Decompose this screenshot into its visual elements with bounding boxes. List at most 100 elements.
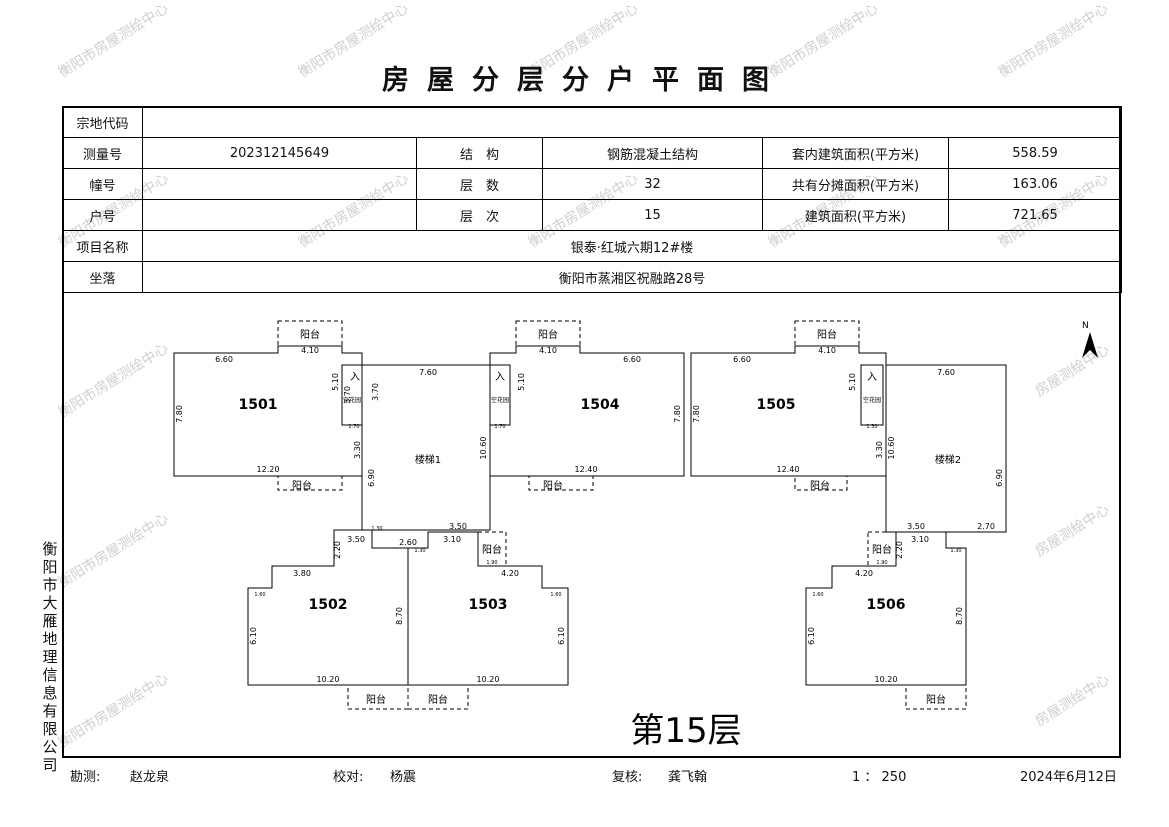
dim-label: 7.60	[937, 368, 955, 377]
company-char: 限	[42, 720, 58, 738]
dim-label: 5.10	[331, 373, 340, 391]
scale: 1 ： 250	[852, 770, 907, 785]
balcony-label: 阳台	[543, 479, 563, 492]
balcony-label: 阳台	[817, 328, 837, 341]
company-char: 市	[42, 576, 58, 594]
row-survey: 测量号 202312145649 结 构 钢筋混凝土结构 套内建筑面积(平方米)…	[62, 137, 1123, 169]
dim-label: 6.90	[367, 469, 376, 487]
dim-label: 8.70	[955, 607, 964, 625]
company-char: 大	[42, 594, 58, 612]
dim-label: 1.90	[486, 560, 497, 566]
info-table: 宗地代码 测量号 202312145649 结 构 钢筋混凝土结构 套内建筑面积…	[62, 106, 1123, 293]
dim-label: 6.10	[807, 627, 816, 645]
company-char: 理	[42, 648, 58, 666]
dim-label: 3.70	[343, 386, 352, 404]
dim-label: 1.30	[866, 424, 877, 430]
entry-label: 入	[867, 372, 877, 383]
project-label: 项目名称	[62, 230, 143, 262]
dim-label: 3.70	[371, 383, 380, 401]
dim-label: 10.60	[479, 437, 488, 460]
dim-label: 1.60	[812, 592, 823, 598]
project-value: 银泰·红城六期12#楼	[141, 230, 1123, 262]
company-char: 有	[42, 702, 58, 720]
stair-outline	[885, 364, 1007, 533]
dim-label: 6.60	[215, 355, 233, 364]
building-label: 幢号	[62, 168, 143, 200]
dim-label: 2.70	[977, 522, 995, 531]
garden-label: 空花园	[343, 396, 361, 404]
company-char: 司	[42, 756, 58, 774]
dim-label: 1.30	[414, 548, 425, 554]
review-name: 龚飞翰	[668, 770, 708, 785]
dim-label: 12.20	[257, 465, 280, 474]
date: 2024年6月12日	[1020, 770, 1117, 785]
dim-label: 6.10	[557, 627, 566, 645]
balcony-outline	[905, 684, 967, 710]
company-char: 信	[42, 666, 58, 684]
balcony-outline	[277, 320, 343, 347]
dim-label: 7.80	[175, 405, 184, 423]
dim-label: 1.70	[494, 424, 505, 430]
balcony-label: 阳台	[538, 328, 558, 341]
dim-label: 5.10	[517, 373, 526, 391]
dim-label: 12.40	[575, 465, 598, 474]
dim-label: 3.30	[353, 441, 362, 459]
dim-label: 4.20	[501, 569, 519, 578]
unit-number: 1502	[309, 597, 348, 613]
dim-label: 1.30	[950, 548, 961, 554]
row-unit: 户号 层 次 15 建筑面积(平方米) 721.65	[62, 199, 1123, 231]
dim-label: 10.20	[477, 675, 500, 684]
survey-label: 勘测:	[70, 770, 101, 785]
north-label: N	[1082, 321, 1089, 331]
unit-outline	[247, 529, 409, 686]
dim-label: 7.80	[692, 405, 701, 423]
unit-number: 1505	[757, 397, 796, 413]
dim-label: 1.70	[348, 424, 359, 430]
corridor-outline	[489, 364, 511, 426]
garden-label: 空花园	[863, 396, 881, 404]
balcony-outline	[528, 475, 594, 491]
unit-outline	[173, 345, 363, 477]
dim-label: 12.40	[777, 465, 800, 474]
entry-label: 入	[495, 372, 505, 383]
unit-outline	[690, 345, 887, 477]
company-char: 地	[42, 630, 58, 648]
dim-label: 10.60	[887, 437, 896, 460]
dim-label: 6.10	[249, 627, 258, 645]
balcony-label: 阳台	[292, 479, 312, 492]
survey-label: 测量号	[62, 137, 143, 169]
north-arrow: N	[1082, 321, 1098, 358]
dim-label: 6.60	[623, 355, 641, 364]
check-label: 校对:	[333, 770, 364, 785]
unit-outline	[407, 531, 569, 686]
address-label: 坐落	[62, 261, 143, 293]
shared-area-value: 163.06	[947, 168, 1123, 200]
stair-outline	[361, 364, 491, 531]
balcony-outline	[407, 684, 469, 710]
total-area-value: 721.65	[947, 199, 1123, 231]
building-value	[142, 168, 417, 200]
unit-label: 户号	[62, 199, 143, 231]
corridor-outline	[860, 364, 884, 426]
check-name: 杨震	[390, 770, 417, 785]
balcony-label: 阳台	[872, 543, 892, 556]
review-label: 复核:	[612, 770, 643, 785]
unit-number: 1504	[581, 397, 620, 413]
balcony-label: 阳台	[366, 693, 386, 706]
dim-label: 3.80	[293, 569, 311, 578]
stair-label: 楼梯2	[935, 453, 961, 466]
dim-label: 1.60	[550, 592, 561, 598]
dim-label: 4.10	[818, 346, 836, 355]
dim-label: 1.90	[876, 560, 887, 566]
company-vertical-text: 衡阳市大雁地理信息有限公司	[40, 540, 60, 774]
unit-outline	[489, 345, 685, 477]
balcony-label: 阳台	[810, 479, 830, 492]
dim-label: 3.50	[347, 535, 365, 544]
page-title: 房屋分层分户平面图	[382, 65, 787, 96]
row-project: 项目名称 银泰·红城六期12#楼	[62, 230, 1123, 262]
company-char: 息	[42, 684, 58, 702]
balcony-outline	[794, 475, 848, 491]
dim-label: 10.20	[317, 675, 340, 684]
dim-label: 3.10	[911, 535, 929, 544]
